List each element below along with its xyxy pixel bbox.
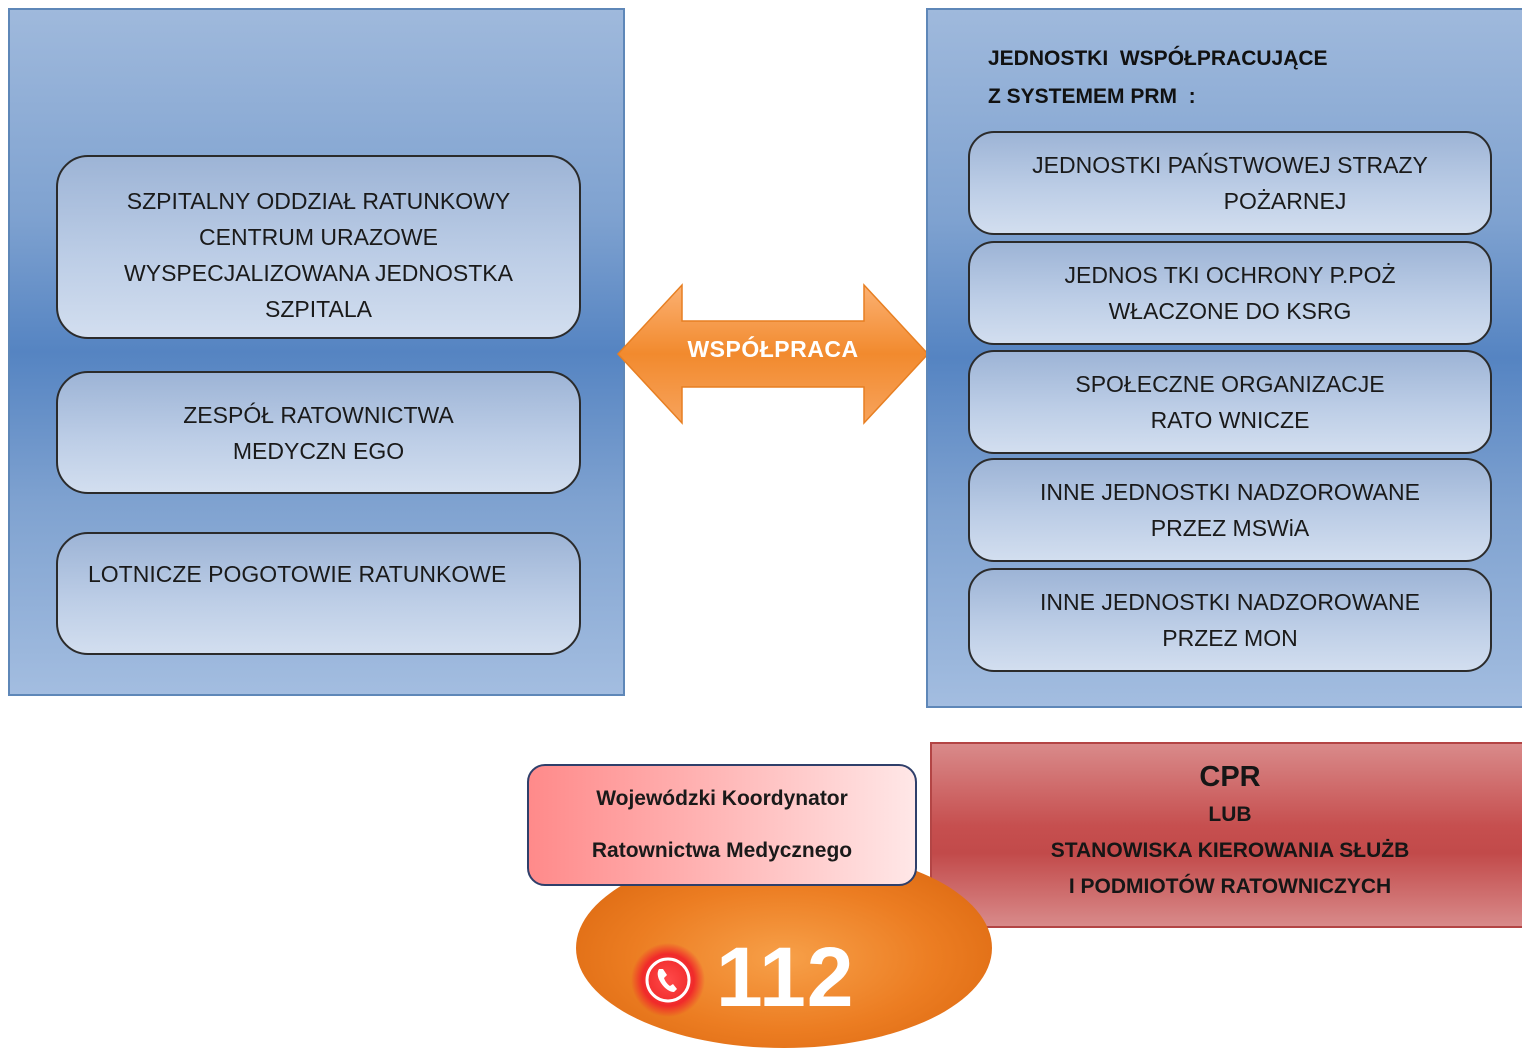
box-line: WYSPECJALIZOWANA JEDNOSTKA bbox=[124, 260, 513, 286]
box-line: PRZEZ MON bbox=[1162, 625, 1298, 651]
box-line: WŁACZONE DO KSRG bbox=[1108, 298, 1352, 324]
box-line: INNE JEDNOSTKI NADZOROWANE bbox=[1040, 589, 1420, 615]
box-mon-units: INNE JEDNOSTKI NADZOROWANE PRZEZ MON bbox=[968, 568, 1492, 672]
heading-line: JEDNOSTKI WSPÓŁPRACUJĄCE bbox=[988, 47, 1328, 70]
wkrm-line: Wojewódzki Koordynator bbox=[596, 787, 848, 810]
box-air-ambulance: LOTNICZE POGOTOWIE RATUNKOWE bbox=[56, 532, 581, 655]
regional-coordinator-box: Wojewódzki Koordynator Ratownictwa Medyc… bbox=[527, 764, 917, 886]
box-line: LOTNICZE POGOTOWIE RATUNKOWE bbox=[88, 561, 507, 587]
wkrm-line: Ratownictwa Medycznego bbox=[591, 839, 853, 862]
box-state-fire-service: JEDNOSTKI PAŃSTWOWEJ STRAZY POŻARNEJ bbox=[968, 131, 1492, 235]
cpr-line: I PODMIOTÓW RATOWNICZYCH bbox=[1068, 875, 1392, 898]
box-line: CENTRUM URAZOWE bbox=[199, 224, 438, 250]
cpr-box: CPR LUB STANOWISKA KIEROWANIA SŁUŻB I PO… bbox=[930, 742, 1522, 928]
heading-line: Z SYSTEMEM PRM : bbox=[988, 85, 1196, 108]
cpr-line: STANOWISKA KIEROWANIA SŁUŻB bbox=[1050, 839, 1410, 862]
arrow-label: WSPÓŁPRACA bbox=[687, 336, 859, 362]
cpr-or: LUB bbox=[1208, 803, 1252, 826]
box-line: SPOŁECZNE ORGANIZACJE bbox=[1075, 371, 1385, 397]
box-line: MEDYCZN EGO bbox=[232, 437, 405, 464]
box-line: ZESPÓŁ RATOWNICTWA bbox=[183, 401, 454, 428]
box-line: JEDNOS TKI OCHRONY P.POŻ bbox=[1064, 262, 1396, 288]
phone-icon bbox=[631, 943, 705, 1017]
box-social-rescue-organizations: SPOŁECZNE ORGANIZACJE RATO WNICZE bbox=[968, 350, 1492, 454]
box-hospital-units: SZPITALNY ODDZIAŁ RATUNKOWY CENTRUM URAZ… bbox=[56, 155, 581, 339]
box-line: PRZEZ MSWiA bbox=[1150, 515, 1310, 541]
box-line: POŻARNEJ bbox=[1223, 188, 1347, 214]
box-line: INNE JEDNOSTKI NADZOROWANE bbox=[1040, 479, 1420, 505]
box-line: SZPITALA bbox=[265, 296, 372, 322]
box-line: JEDNOSTKI PAŃSTWOWEJ STRAZY bbox=[1032, 152, 1428, 178]
right-panel-heading: JEDNOSTKI WSPÓŁPRACUJĄCE Z SYSTEMEM PRM … bbox=[988, 40, 1508, 116]
box-line: SZPITALNY ODDZIAŁ RATUNKOWY bbox=[126, 188, 511, 214]
box-fire-protection-units: JEDNOS TKI OCHRONY P.POŻ WŁACZONE DO KSR… bbox=[968, 241, 1492, 345]
box-mswia-units: INNE JEDNOSTKI NADZOROWANE PRZEZ MSWiA bbox=[968, 458, 1492, 562]
box-medical-rescue-team: ZESPÓŁ RATOWNICTWA MEDYCZN EGO bbox=[56, 371, 581, 494]
box-line: RATO WNICZE bbox=[1150, 407, 1310, 433]
cpr-title: CPR bbox=[1199, 761, 1261, 793]
emergency-number: 112 bbox=[716, 930, 855, 1024]
